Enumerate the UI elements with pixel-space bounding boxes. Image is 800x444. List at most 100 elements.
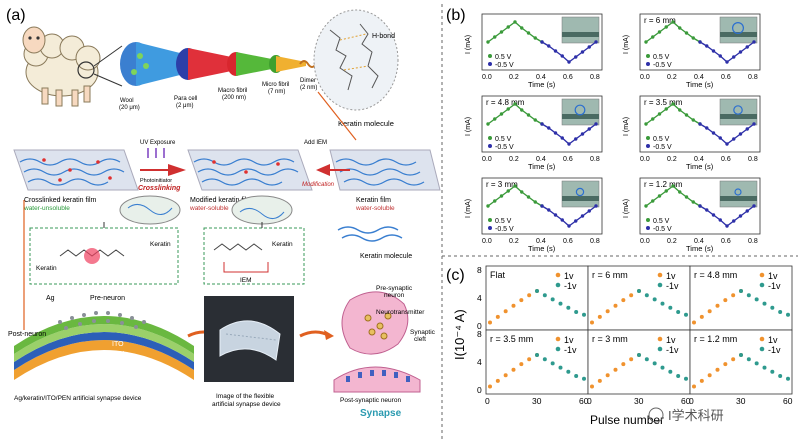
y-tick-label: 8: [477, 265, 482, 275]
data-point: [506, 25, 510, 29]
legend-marker: [488, 136, 492, 140]
x-tick-label: 0.4: [694, 156, 704, 163]
legend-label: -0.5 V: [653, 226, 672, 233]
panel-b-label: (b): [446, 7, 466, 24]
data-point: [540, 122, 544, 126]
legend-marker: [555, 346, 561, 352]
legend-label: 1v: [666, 271, 676, 281]
data-point: [503, 373, 508, 378]
inset-strip: [562, 32, 599, 37]
data-point: [745, 45, 749, 49]
data-point: [527, 357, 532, 362]
data-point: [732, 55, 736, 59]
y-axis-label: I (mA): [623, 117, 630, 136]
legend-marker: [759, 282, 765, 288]
synapse-device: Ag Pre-neuron Post-neuron ITO PEN Ag/ker…: [8, 295, 194, 402]
data-point: [526, 113, 531, 117]
data-point: [495, 314, 500, 319]
x-axis-label: Time (s): [686, 80, 714, 89]
x-tick-label: 0: [485, 396, 490, 406]
data-point: [553, 131, 558, 135]
data-point: [786, 312, 790, 317]
data-point: [637, 289, 641, 293]
x-tick-label: 0.0: [640, 74, 650, 81]
data-point: [526, 31, 531, 35]
device-pre-neuron-label: Pre-neuron: [90, 295, 125, 302]
data-point: [580, 214, 585, 218]
crosslinked-film-title: Crosslinked keratin film: [24, 197, 97, 204]
panel-a: (a): [6, 7, 441, 419]
data-point: [698, 40, 702, 44]
data-point: [660, 365, 665, 370]
data-point: [707, 373, 712, 378]
x-tick-label: 0.6: [721, 74, 731, 81]
fiber-hierarchy: Wool (20 μm) Para cell (2 μm) Macro fibr…: [119, 42, 325, 111]
legend-label: -0.5 V: [653, 62, 672, 69]
x-tick-label: 0.0: [482, 74, 492, 81]
panel-c-label: (c): [446, 267, 465, 284]
x-tick-label: 0.8: [748, 156, 758, 163]
iv-subplot-label: r = 1.2 mm: [644, 180, 683, 189]
data-point: [499, 194, 504, 198]
x-axis-label: Time (s): [528, 244, 556, 253]
legend-label: -0.5 V: [495, 144, 514, 151]
hierarchy-label-4: Dimer: [300, 78, 316, 84]
crosslinking-label: Crosslinking: [138, 185, 181, 192]
legend-label: -1v: [768, 345, 781, 355]
legend-marker: [759, 272, 765, 278]
data-point: [684, 31, 689, 35]
data-point: [718, 54, 722, 58]
x-tick-label: 0.0: [640, 238, 650, 245]
data-point: [488, 320, 492, 325]
x-axis-label: Time (s): [528, 162, 556, 171]
legend-marker: [646, 226, 650, 230]
data-point: [511, 367, 516, 372]
data-point: [651, 117, 655, 121]
data-point: [684, 113, 689, 117]
x-tick-label: 0.2: [667, 74, 677, 81]
inset-bend-circle: [734, 188, 742, 196]
x-tick-label: 0.4: [694, 74, 704, 81]
legend-marker: [555, 336, 561, 342]
legend-marker: [759, 346, 765, 352]
data-point: [511, 303, 516, 308]
legend-marker: [488, 54, 492, 58]
data-point: [707, 309, 712, 314]
data-point: [746, 293, 751, 298]
legend-marker: [657, 282, 663, 288]
hierarchy-label-1: Para cell: [174, 96, 197, 102]
synapse-title: Synapse: [360, 408, 402, 419]
data-point: [519, 298, 524, 303]
inset-bend-circle: [733, 105, 743, 115]
legend-label: -0.5 V: [495, 62, 514, 69]
data-point: [499, 112, 504, 116]
data-point: [692, 384, 696, 389]
device-pen-label: PEN: [110, 351, 124, 358]
legend-label: 1v: [768, 335, 778, 345]
data-point: [558, 365, 563, 370]
x-tick-label: 60: [783, 396, 793, 406]
keratin-molecule-label: Keratin molecule: [338, 119, 394, 128]
data-point: [786, 376, 790, 381]
inset-photo: [561, 98, 600, 126]
x-tick-label: 0.8: [748, 74, 758, 81]
data-point: [770, 369, 775, 374]
legend-marker: [646, 144, 650, 148]
y-axis-label: I (mA): [623, 199, 630, 218]
legend-marker: [646, 218, 650, 222]
panel-c-x-label: Pulse number: [590, 413, 664, 427]
device-image-caption-1: Image of the flexible: [216, 393, 275, 400]
legend-label: -0.5 V: [495, 226, 514, 233]
data-point: [676, 374, 681, 378]
data-point: [671, 184, 675, 188]
data-point: [493, 117, 497, 121]
keratin-right-label: Keratin: [150, 241, 171, 248]
data-point: [698, 122, 702, 126]
data-point: [644, 357, 649, 362]
data-point: [668, 369, 673, 374]
data-point: [678, 26, 682, 30]
